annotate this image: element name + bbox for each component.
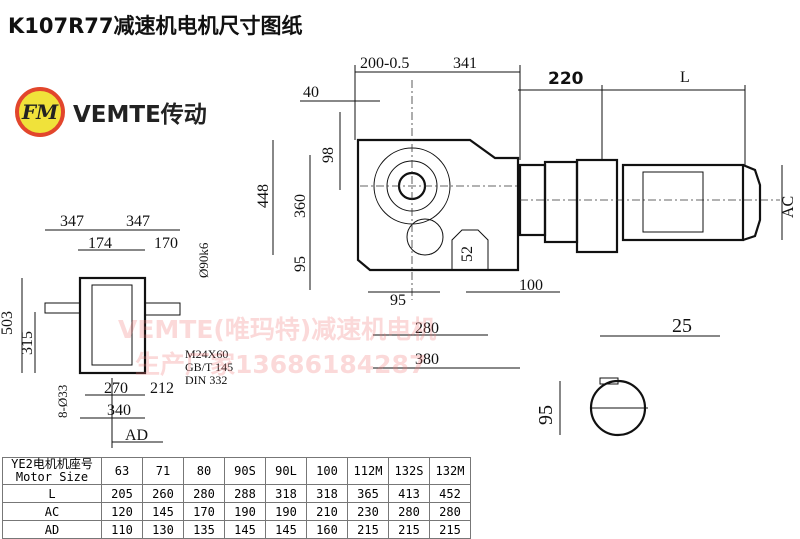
dim-AC: AC <box>780 196 797 218</box>
page-title: K107R77减速机电机尺寸图纸 <box>8 14 303 38</box>
gearbox-front-view <box>21 229 181 448</box>
value-cell: 318 <box>265 484 307 503</box>
value-cell: 288 <box>224 484 266 503</box>
size-cell: 71 <box>142 457 184 485</box>
value-cell: 215 <box>429 520 471 539</box>
dim-95-vertical: 95 <box>292 256 309 272</box>
value-cell: 145 <box>224 520 266 539</box>
value-cell: 215 <box>347 520 389 539</box>
dim-8-holes: 8-Ø33 <box>55 385 70 418</box>
header-line-1: YE2电机机座号 <box>11 457 93 471</box>
value-cell: 210 <box>306 502 348 521</box>
dim-200: 200-0.5 <box>360 55 409 72</box>
brand-name: VEMTE传动 <box>73 102 207 128</box>
dim-340: 340 <box>107 402 131 419</box>
size-cell: 63 <box>101 457 143 485</box>
value-cell: 145 <box>265 520 307 539</box>
dim-212: 212 <box>150 380 174 397</box>
dim-341: 341 <box>453 55 477 72</box>
size-cell: 132M <box>429 457 471 485</box>
dim-270: 270 <box>104 380 128 397</box>
value-cell: 120 <box>101 502 143 521</box>
header-line-2: Motor Size <box>15 470 89 484</box>
value-cell: 260 <box>142 484 184 503</box>
value-cell: 205 <box>101 484 143 503</box>
value-cell: 135 <box>183 520 225 539</box>
dim-315: 315 <box>19 331 36 355</box>
dim-L: L <box>680 69 690 86</box>
value-cell: 280 <box>429 502 471 521</box>
value-cell: 230 <box>347 502 389 521</box>
value-cell: 130 <box>142 520 184 539</box>
dim-220: 220 <box>548 69 584 89</box>
dim-AD: AD <box>125 427 148 444</box>
gearbox-side-view <box>356 80 520 300</box>
note-standard-gb: GB/T 145 <box>185 360 233 374</box>
dim-347-left: 347 <box>60 213 84 230</box>
row-label: AC <box>2 502 102 521</box>
dimension-lines <box>272 65 783 369</box>
value-cell: 413 <box>388 484 430 503</box>
size-cell: 80 <box>183 457 225 485</box>
note-standard-din: DIN 332 <box>185 373 227 387</box>
value-cell: 365 <box>347 484 389 503</box>
value-cell: 190 <box>265 502 307 521</box>
watermark-line-2: 生产厂家13686184287 <box>135 350 427 379</box>
size-cell: 112M <box>347 457 389 485</box>
value-cell: 170 <box>183 502 225 521</box>
dim-key-width: 25 <box>672 315 692 337</box>
value-cell: 452 <box>429 484 471 503</box>
value-cell: 280 <box>388 502 430 521</box>
value-cell: 318 <box>306 484 348 503</box>
brand-logo: FM VEMTE传动 <box>15 87 207 137</box>
size-cell: 90S <box>224 457 266 485</box>
value-cell: 280 <box>183 484 225 503</box>
value-cell: 145 <box>142 502 184 521</box>
dim-347-right: 347 <box>126 213 150 230</box>
note-thread: M24X60 <box>185 347 228 361</box>
dim-52: 52 <box>459 246 476 262</box>
dim-170: 170 <box>154 235 178 252</box>
value-cell: 215 <box>388 520 430 539</box>
motor <box>621 163 762 242</box>
dim-shaft-height: 95 <box>535 405 557 425</box>
dim-360: 360 <box>292 194 309 218</box>
row-label: L <box>2 484 102 503</box>
dim-100: 100 <box>519 277 543 294</box>
dim-380: 380 <box>415 351 439 368</box>
size-cell: 100 <box>306 457 348 485</box>
dim-174: 174 <box>88 235 112 252</box>
row-label: AD <box>2 520 102 539</box>
dim-503: 503 <box>0 311 16 335</box>
size-cell: 90L <box>265 457 307 485</box>
value-cell: 190 <box>224 502 266 521</box>
intermediate-gearbox <box>518 158 780 254</box>
dim-40: 40 <box>303 84 319 101</box>
value-cell: 160 <box>306 520 348 539</box>
size-cell: 132S <box>388 457 430 485</box>
watermark-line-1: VEMTE(唯玛特)减速机电机 <box>118 315 437 344</box>
dim-448: 448 <box>255 184 272 208</box>
shaft-section <box>559 335 720 437</box>
dim-95-horizontal: 95 <box>390 292 406 309</box>
value-cell: 110 <box>101 520 143 539</box>
dim-shaft-diameter: Ø90k6 <box>196 242 211 278</box>
dim-280: 280 <box>415 320 439 337</box>
dim-98: 98 <box>320 147 337 163</box>
logo-mark-icon: FM <box>15 87 65 137</box>
